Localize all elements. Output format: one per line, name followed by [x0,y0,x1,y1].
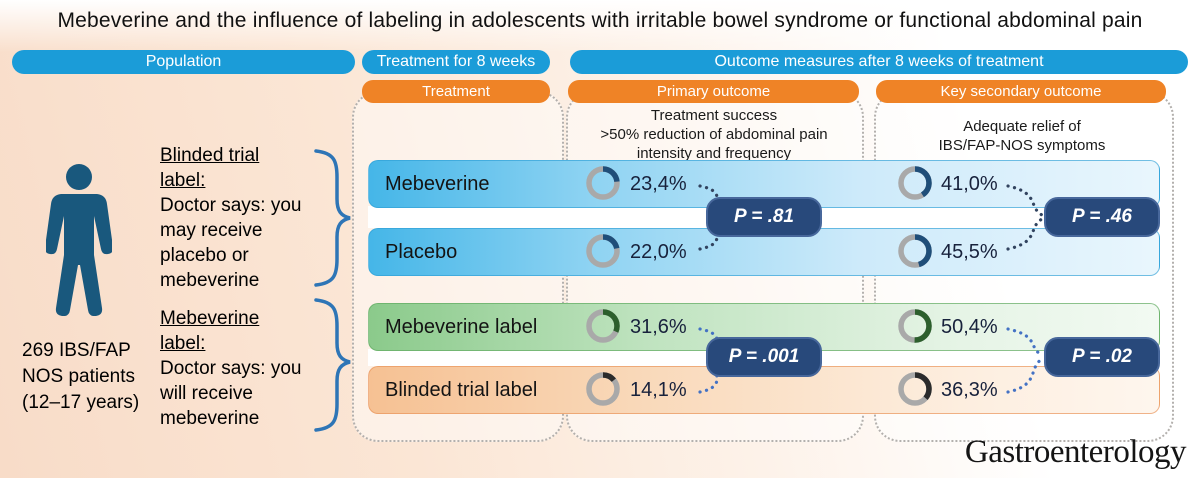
primary-percentage: 23,4% [630,172,687,195]
subheader-treatment: Treatment [362,80,550,103]
header-outcome-measures: Outcome measures after 8 weeks of treatm… [570,50,1188,74]
secondary-percentage: 45,5% [941,240,998,263]
donut-chart-primary [586,309,620,343]
primary-outcome-description: Treatment success >50% reduction of abdo… [600,107,828,162]
row-label: Placebo [385,240,458,263]
row-label: Blinded trial label [385,378,538,401]
pvalue-badge-group1-primary: P = .81 [706,197,822,237]
donut-chart-primary [586,166,620,200]
header-population: Population [12,50,355,74]
secondary-outcome-description: Adequate relief of IBS/FAP-NOS symptoms [938,118,1106,154]
secondary-percentage: 50,4% [941,315,998,338]
donut-chart-primary [586,372,620,406]
primary-percentage: 14,1% [630,378,687,401]
row-label: Mebeverine [385,172,490,195]
row-label: Mebeverine label [385,315,538,338]
donut-chart-secondary [898,372,932,406]
person-icon [46,164,112,316]
pvalue-badge-group2-secondary: P = .02 [1044,337,1160,377]
donut-chart-primary [586,234,620,268]
secondary-percentage: 36,3% [941,378,998,401]
mebeverine-label-text: Mebeverine label: Doctor says: you will … [160,308,302,429]
pvalue-badge-group2-primary: P = .001 [706,337,822,377]
pvalue-badge-group1-secondary: P = .46 [1044,197,1160,237]
journal-logo: Gastroenterology [964,434,1187,470]
patient-count-text: 269 IBS/FAP NOS patients (12–17 years) [22,340,140,413]
subheader-key-secondary-outcome: Key secondary outcome [876,80,1166,103]
figure-title: Mebeverine and the influence of labeling… [57,9,1143,32]
donut-chart-secondary [898,166,932,200]
donut-chart-secondary [898,309,932,343]
subheader-primary-outcome: Primary outcome [568,80,859,103]
group-braces [314,149,351,432]
blinded-trial-label-text: Blinded trial label: Doctor says: you ma… [160,145,302,291]
header-treatment-duration: Treatment for 8 weeks [362,50,550,74]
primary-percentage: 22,0% [630,240,687,263]
donut-chart-secondary [898,234,932,268]
primary-percentage: 31,6% [630,315,687,338]
secondary-percentage: 41,0% [941,172,998,195]
